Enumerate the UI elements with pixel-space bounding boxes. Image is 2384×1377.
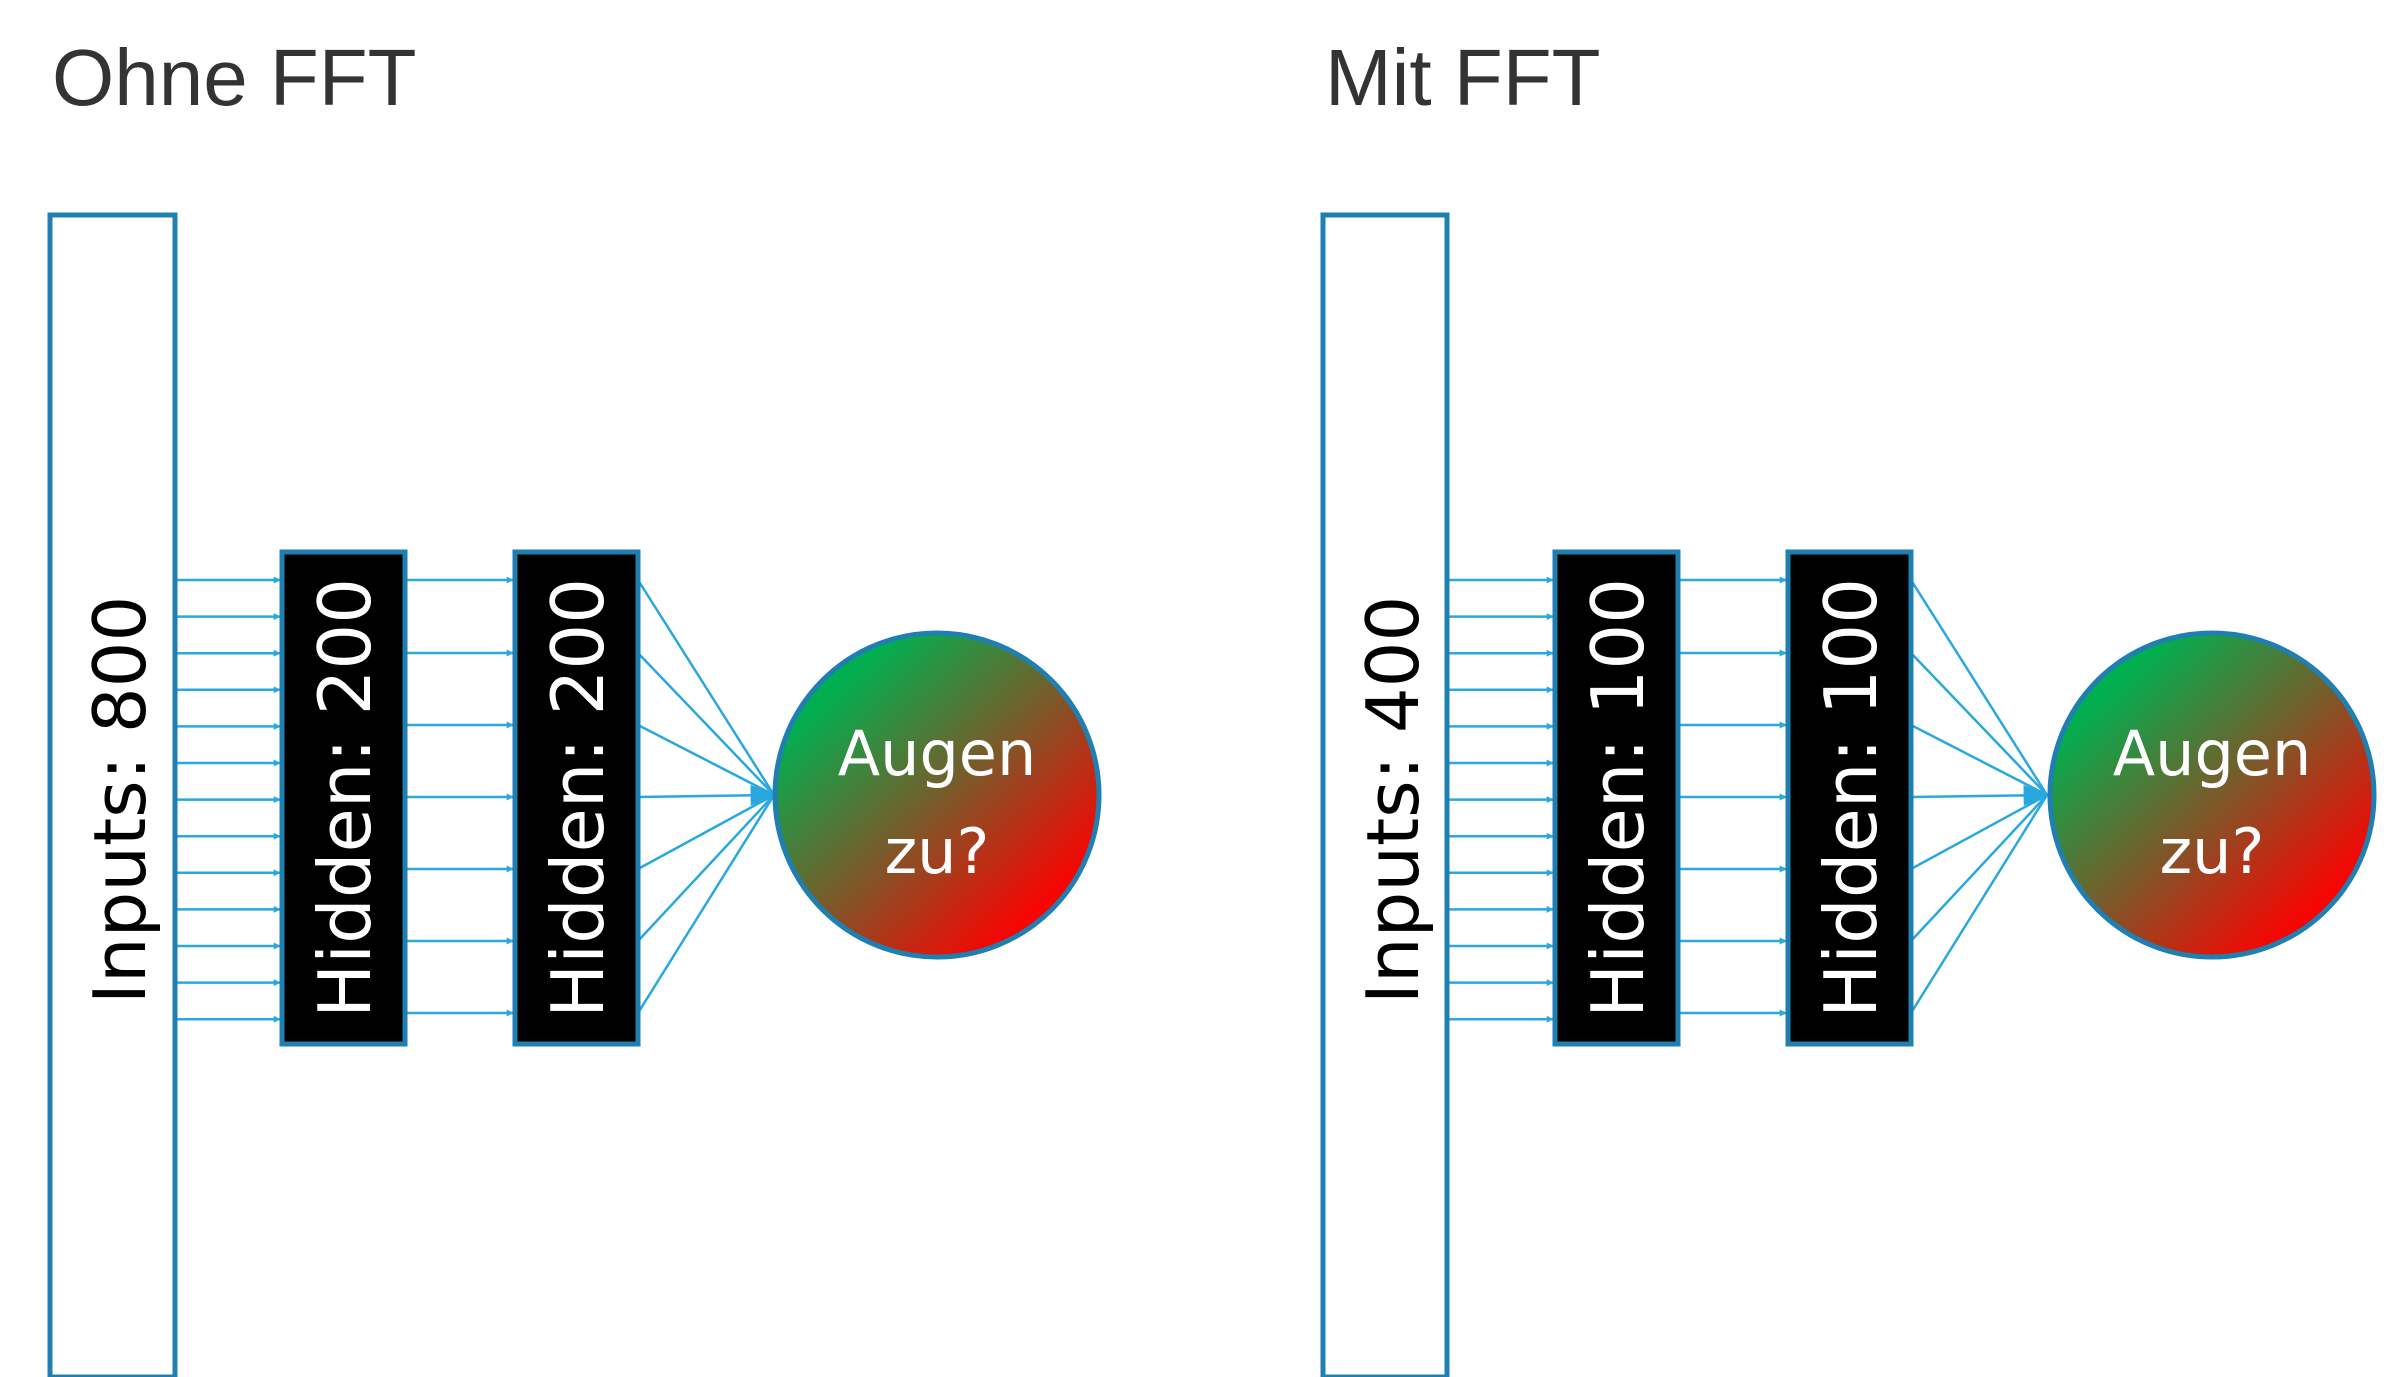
hidden-layer-1-label: Hidden: 100	[1576, 578, 1660, 1018]
network-without-fft: Ohne FFT Inputs: 800 Hidden: 200 Hidden:…	[47, 33, 1102, 1377]
hidden-layer-1-box	[1552, 549, 1681, 1047]
input-layer-label: Inputs: 400	[1351, 596, 1435, 1005]
network-title: Ohne FFT	[52, 33, 417, 122]
output-label-line2: zu?	[2160, 815, 2265, 888]
input-to-hidden1-edges	[1447, 576, 1554, 1023]
connection-arrow	[1910, 794, 2048, 942]
hidden1-to-hidden2-edges	[1678, 576, 1787, 1017]
connection-arrow	[637, 794, 775, 942]
connection-arrow	[636, 579, 776, 796]
input-layer-box	[47, 212, 178, 1377]
hidden-layer-1-box	[279, 549, 408, 1047]
hidden-layer-2-label: Hidden: 100	[1809, 578, 1893, 1018]
connection-arrow	[637, 723, 775, 797]
hidden-layer-2-label: Hidden: 200	[536, 578, 620, 1018]
hidden2-to-output-edges	[636, 579, 777, 1014]
connection-arrow	[636, 794, 776, 1014]
connection-arrow	[1909, 794, 2049, 1014]
connection-arrow	[1910, 723, 2048, 797]
connection-arrow	[637, 784, 777, 806]
hidden2-to-output-edges	[1909, 579, 2050, 1014]
hidden-layer-2-box	[1785, 549, 1914, 1047]
output-node	[2047, 630, 2377, 960]
output-label-line1: Augen	[838, 717, 1037, 790]
network-title: Mit FFT	[1325, 33, 1600, 122]
connection-arrow	[1910, 793, 2048, 871]
hidden1-to-hidden2-edges	[405, 576, 514, 1017]
input-layer-label: Inputs: 800	[78, 596, 162, 1005]
connection-arrow	[1910, 784, 2050, 806]
input-layer-box	[1320, 212, 1450, 1377]
connection-arrow	[637, 652, 775, 796]
network-with-fft: Mit FFT Inputs: 400 Hidden: 100 Hidden: …	[1320, 33, 2377, 1377]
hidden-layer-2-box	[512, 549, 641, 1047]
output-label-line1: Augen	[2113, 717, 2312, 790]
input-to-hidden1-edges	[175, 576, 281, 1023]
connection-arrow	[1910, 652, 2048, 796]
hidden-layer-1-label: Hidden: 200	[303, 578, 387, 1018]
output-node	[772, 630, 1102, 960]
connection-arrow	[1909, 579, 2049, 796]
connection-arrow	[637, 793, 775, 871]
output-label-line2: zu?	[885, 815, 990, 888]
